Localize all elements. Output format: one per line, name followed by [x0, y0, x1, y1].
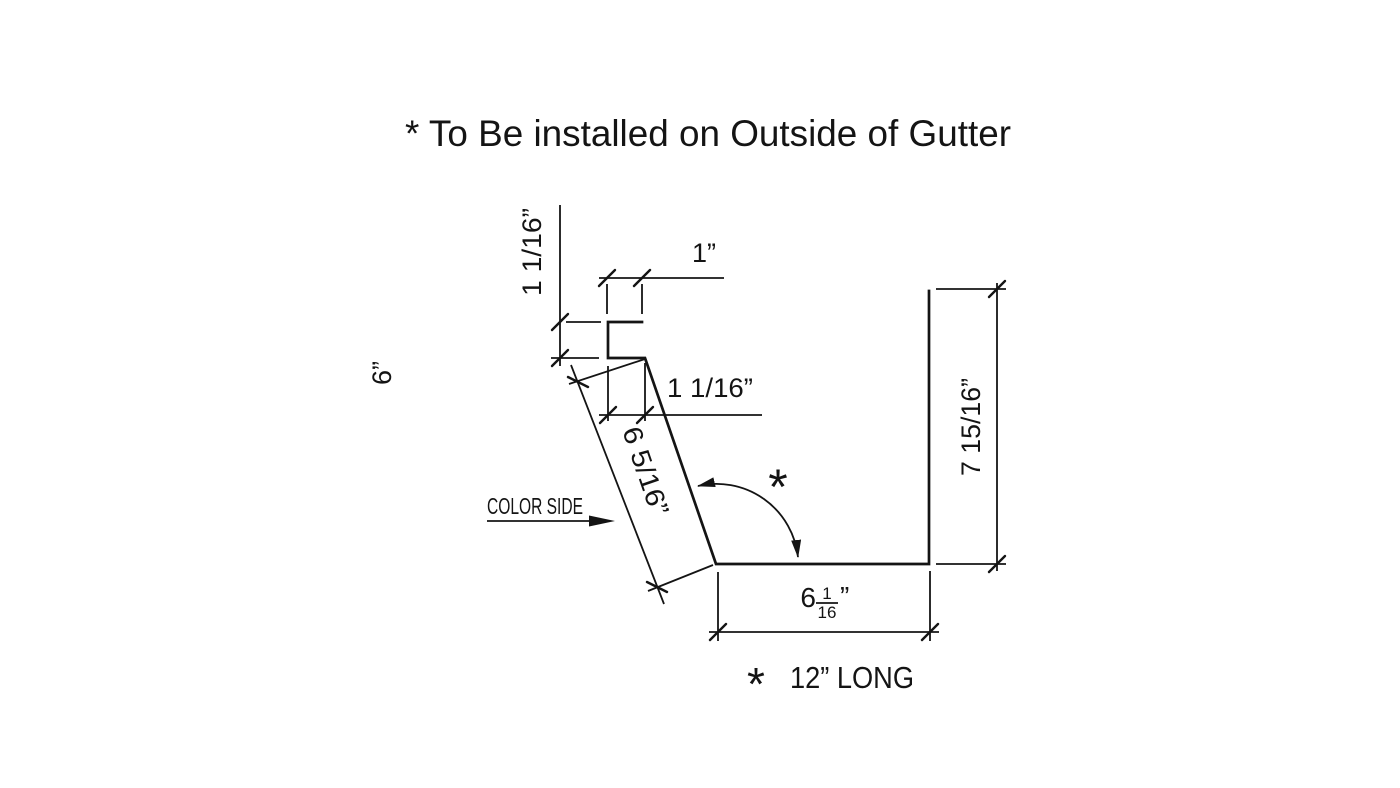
dimension-slant-offset: 1 1/16”: [598, 363, 762, 425]
oblique-tick: [987, 279, 1007, 299]
oblique-tick: [550, 348, 570, 368]
color-side-label: COLOR SIDE: [487, 493, 583, 519]
oblique-tick: [550, 312, 570, 332]
profile-outline: [606, 289, 931, 566]
drawing-title: * To Be installed on Outside of Gutter: [405, 113, 1011, 154]
note-asterisk: *: [747, 658, 765, 710]
bottom-width-denominator: 16: [818, 603, 837, 622]
angle-asterisk: *: [768, 459, 787, 515]
bottom-width-numerator: 1: [822, 584, 831, 603]
note-text: 12” LONG: [790, 660, 914, 695]
dimension-label-hook-height: 1 1/16”: [517, 208, 547, 296]
oblique-tick: [635, 405, 655, 425]
dimension-label-hook-width: 1”: [692, 238, 716, 268]
oblique-tick: [645, 580, 669, 594]
length-note: * 12” LONG: [747, 658, 914, 710]
dimension-label-face-height: 6”: [367, 361, 397, 385]
dimension-label-right-height: 7 15/16”: [956, 378, 986, 476]
dimension-line: [570, 364, 665, 605]
oblique-tick: [598, 405, 618, 425]
extension-line: [568, 358, 646, 385]
color-side-leader: COLOR SIDE: [487, 493, 615, 527]
oblique-tick: [566, 375, 590, 389]
bottom-width-unit: ”: [840, 581, 849, 612]
oblique-tick: [708, 622, 728, 642]
dimension-right-height: 7 15/16”: [936, 279, 1007, 574]
angle-arc-curve: [697, 477, 802, 558]
leader-arrowhead-icon: [589, 515, 615, 527]
oblique-tick: [632, 268, 652, 288]
dimension-label-slant-offset: 1 1/16”: [667, 373, 753, 403]
dimension-bottom-width: 6 1 16 ”: [708, 571, 940, 642]
angle-arc: *: [697, 459, 802, 558]
oblique-tick: [987, 554, 1007, 574]
dimension-hook-width: 1”: [597, 238, 724, 314]
bottom-width-whole: 6: [800, 582, 816, 613]
dimension-label-bottom-width: 6 1 16 ”: [800, 581, 849, 622]
oblique-tick: [597, 268, 617, 288]
dimension-hook-height: 1 1/16”: [517, 205, 601, 368]
oblique-tick: [920, 622, 940, 642]
